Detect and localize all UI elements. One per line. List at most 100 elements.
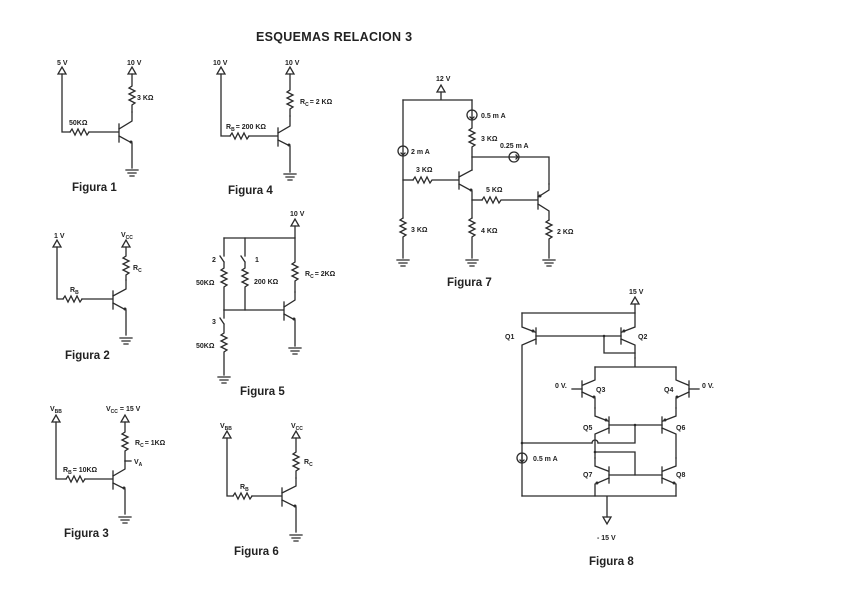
wire <box>61 73 71 133</box>
figure-caption: Figura 6 <box>234 546 279 558</box>
switch-3-resistor-branch <box>219 309 229 376</box>
current-label: 0.25 m A <box>500 143 529 150</box>
resistor-rc <box>120 421 130 462</box>
transistor-q1 <box>521 312 537 497</box>
resistor-label: 50KΩ <box>196 280 215 287</box>
resistor-3k-bottom <box>398 217 408 259</box>
ground-icon <box>125 169 139 177</box>
figure-caption: Figura 7 <box>447 277 492 289</box>
wire <box>226 437 234 497</box>
ground-icon <box>118 516 132 524</box>
transistor-q8 <box>661 457 677 497</box>
vee-arrow-icon <box>601 516 613 526</box>
vcc-arrow-icon <box>435 83 447 93</box>
resistor-label: 2 KΩ <box>557 229 574 236</box>
rc-label: RC <box>304 459 313 468</box>
wire <box>55 421 67 480</box>
supply-arrow-icon <box>56 65 68 75</box>
resistor-rb <box>229 131 250 141</box>
input-right-label: 0 V. <box>702 383 714 390</box>
resistor-rc <box>285 73 295 117</box>
rb-label: RB= 10KΩ <box>63 467 98 476</box>
q2-label: Q2 <box>638 334 647 341</box>
switch-1-resistor-branch <box>240 237 250 311</box>
transistor-q3 <box>581 366 596 409</box>
rc-label: RC= 2KΩ <box>305 271 336 280</box>
figure-1: 5 V 50KΩ 10 V 3 KΩ Figura 1 <box>56 60 154 194</box>
figure-caption: Figura 4 <box>228 185 273 197</box>
transistor-q2 <box>620 312 636 359</box>
resistor-label: 3 KΩ <box>411 227 428 234</box>
vcc-label: 10 V <box>127 60 142 67</box>
va-label: VA <box>134 459 143 468</box>
rb-label: RB= 200 KΩ <box>226 124 266 133</box>
q3-label: Q3 <box>596 387 605 394</box>
vcc-label: VCC= 15 V <box>106 406 141 415</box>
transistor-q6 <box>661 407 677 459</box>
vbb-label: VBB <box>220 423 232 432</box>
npn-transistor <box>112 460 126 515</box>
resistor-4k <box>467 217 477 259</box>
rb-label: 50KΩ <box>69 120 88 127</box>
current-label: 2 m A <box>411 149 430 156</box>
rc-label: RC= 1KΩ <box>135 440 166 449</box>
input-voltage-label: 10 V <box>213 60 228 67</box>
vee-label: - 15 V <box>597 535 616 542</box>
page-title: ESQUEMAS RELACION 3 <box>256 30 412 44</box>
wire <box>603 335 636 354</box>
input-left-label: 0 V. <box>555 383 567 390</box>
resistor-rc <box>291 437 301 479</box>
resistor-rb <box>62 294 83 304</box>
switch-label: 3 <box>212 319 216 326</box>
switch-2-resistor-branch <box>219 237 229 311</box>
resistor-label: 5 KΩ <box>486 187 503 194</box>
top-rail <box>521 303 636 314</box>
wire <box>471 156 550 185</box>
supply-arrow-icon <box>51 238 63 248</box>
vcc-arrow-icon <box>290 429 302 439</box>
switch-label: 2 <box>212 257 216 264</box>
resistor-label: 3 KΩ <box>481 136 498 143</box>
transistor-q5 <box>594 407 610 459</box>
vcc-label: 15 V <box>629 289 644 296</box>
q4-label: Q4 <box>664 387 673 394</box>
current-source-icon <box>466 109 478 121</box>
resistor-rb <box>65 474 86 484</box>
resistor-label: 50KΩ <box>196 343 215 350</box>
vcc-label: 12 V <box>436 76 451 83</box>
ground-icon <box>289 534 303 542</box>
resistor-rb <box>69 127 90 137</box>
vcc-arrow-icon <box>629 295 641 305</box>
bias-wire <box>521 424 636 444</box>
npn-transistor <box>118 111 133 169</box>
top-rail <box>402 91 473 101</box>
ground-icon <box>217 376 231 384</box>
npn-transistor <box>112 279 127 336</box>
supply-arrow-icon <box>221 429 233 439</box>
resistor-rc <box>121 246 131 281</box>
vbb-label: VBB <box>50 406 62 415</box>
current-source-icon <box>508 151 520 163</box>
q1-label: Q1 <box>505 334 514 341</box>
npn-transistor <box>458 169 473 219</box>
figure-4: 10 V RB= 200 KΩ 10 V RC= 2 KΩ Figura 4 <box>213 60 333 197</box>
npn-transistor <box>281 477 297 533</box>
wire <box>223 225 296 239</box>
wire <box>594 357 677 368</box>
resistor-2k <box>544 219 554 259</box>
resistor-rb <box>232 491 253 501</box>
input-voltage-label: 5 V <box>57 60 68 67</box>
q8-label: Q8 <box>676 472 685 479</box>
vcc-label: 10 V <box>290 211 305 218</box>
figure-caption: Figura 2 <box>65 350 110 362</box>
vcc-arrow-icon <box>284 65 296 75</box>
vcc-arrow-icon <box>120 238 132 248</box>
current-label: 0.5 m A <box>481 113 506 120</box>
figure-7: 12 V 2 m A 3 KΩ 3 KΩ 0.5 m A 3 KΩ <box>396 76 574 289</box>
figure-8: 15 V Q1 Q2 0 V. Q3 <box>505 289 714 568</box>
rb-label: RB <box>240 484 249 493</box>
wire-crossover <box>591 439 599 444</box>
q7-label: Q7 <box>583 472 592 479</box>
figure-caption: Figura 3 <box>64 528 109 540</box>
